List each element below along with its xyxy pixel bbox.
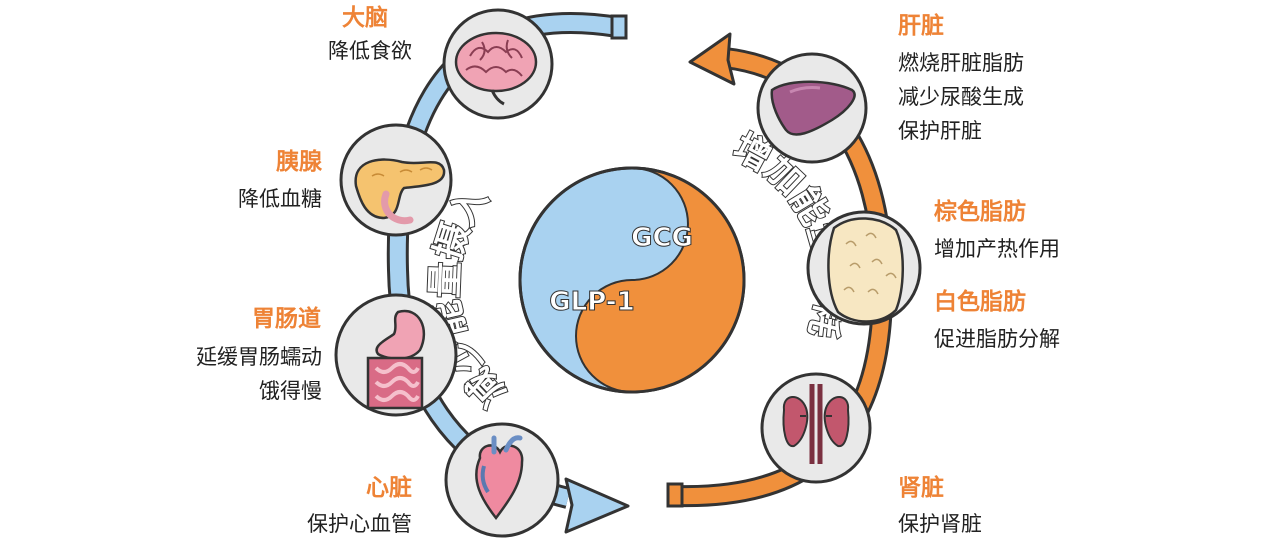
gi-tract-desc-line1: 延缓胃肠蠕动 (196, 345, 322, 369)
brain-desc: 降低食欲 (328, 39, 412, 63)
liver-desc-line3: 保护肝脏 (898, 119, 982, 143)
pancreas-desc: 降低血糖 (238, 187, 322, 211)
glp1-label: GLP-1 (549, 287, 634, 317)
heart-title: 心脏 (366, 475, 412, 501)
gi-tract-title: 胃肠道 (252, 306, 321, 332)
right-arrowhead (688, 32, 736, 86)
pancreas-title: 胰腺 (276, 149, 322, 175)
pancreas-icon (339, 123, 453, 237)
gi-tract-desc-line2: 饿得慢 (259, 379, 322, 403)
kidney-icon (760, 372, 872, 484)
gcg-label: GCG (631, 223, 693, 253)
white-fat-desc: 促进脂肪分解 (934, 327, 1060, 351)
heart-desc: 保护心血管 (307, 512, 412, 536)
white-fat-title: 白色脂肪 (934, 289, 1026, 315)
liver-title: 肝脏 (898, 13, 944, 39)
yin-yang-center: GCG GLP-1 (518, 166, 746, 394)
brain-icon (442, 8, 554, 120)
fat-tissue-icon (806, 210, 922, 326)
liver-icon (756, 52, 868, 164)
stomach-intestine-icon (334, 293, 458, 417)
liver-desc-line1: 燃烧肝脏脂肪 (898, 51, 1024, 75)
brown-fat-desc: 增加产热作用 (934, 237, 1060, 261)
kidney-desc: 保护肾脏 (898, 512, 982, 536)
brown-fat-title: 棕色脂肪 (934, 199, 1026, 225)
liver-desc-line2: 减少尿酸生成 (898, 85, 1024, 109)
heart-icon (444, 422, 560, 538)
kidney-title: 肾脏 (898, 475, 944, 501)
brain-title: 大脑 (342, 5, 388, 31)
left-arrowhead (564, 477, 630, 534)
